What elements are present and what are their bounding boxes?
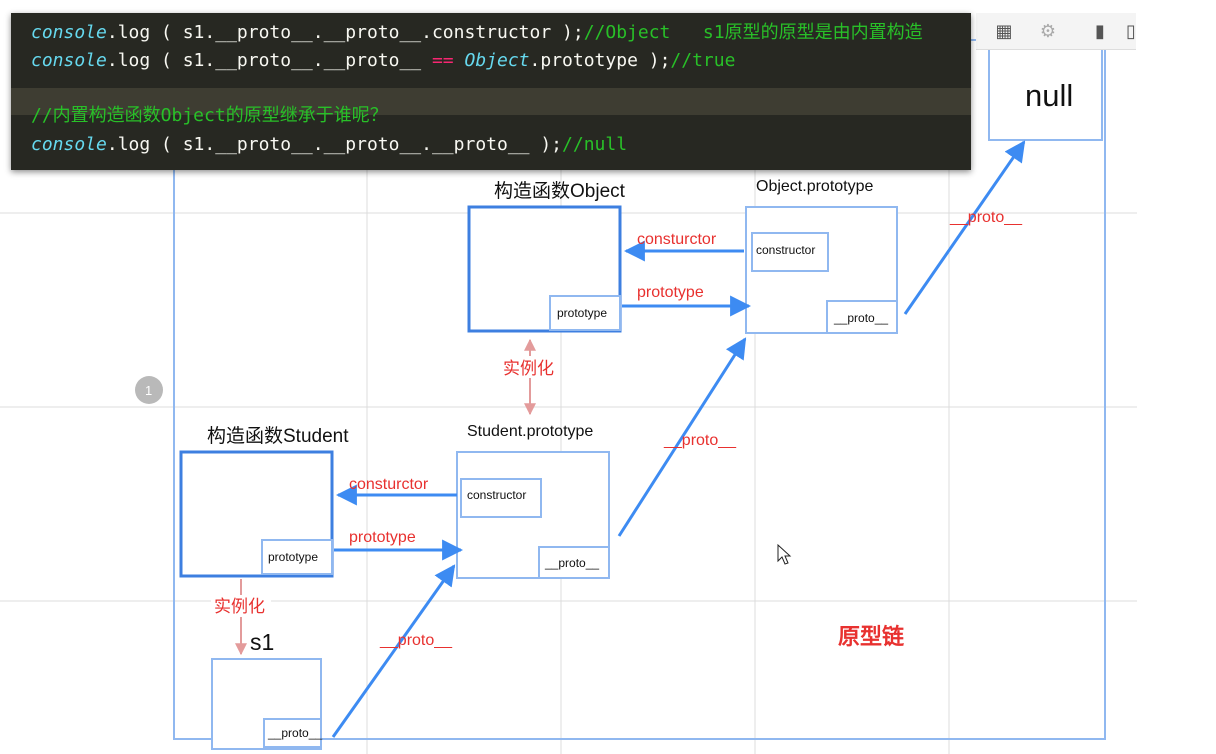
- code-keyword: console: [31, 22, 107, 43]
- instantiate-object-label-bg: [500, 356, 560, 378]
- code-text: .log ( s1.__proto__.__proto__.constructo…: [106, 22, 584, 43]
- object-consturctor-label: consturctor: [637, 231, 717, 248]
- object-prototype-label: prototype: [637, 284, 704, 301]
- object-ctor-prototype-label: prototype: [557, 306, 607, 320]
- student-prototype-label: prototype: [349, 529, 416, 546]
- page-icon[interactable]: ▯: [1126, 21, 1136, 41]
- instantiate-student-label: 实例化: [214, 597, 265, 616]
- object-proto-constructor-box: [751, 232, 829, 272]
- code-keyword: console: [31, 134, 107, 155]
- code-comment: //内置构造函数Object的原型继承于谁呢？: [31, 105, 388, 126]
- student-proto-proto-box: [538, 546, 610, 579]
- student-proto-proto-label: __proto__: [544, 556, 599, 570]
- code-panel: console.log ( s1.__proto__.__proto__.con…: [11, 13, 971, 170]
- s1-proto-arrow-label: __proto__: [379, 632, 453, 649]
- copy-icon[interactable]: ▮: [1095, 21, 1105, 41]
- object-proto-title: Object.prototype: [756, 178, 874, 195]
- instantiate-student-label-bg: [211, 595, 271, 617]
- s1-proto-label: __proto__: [267, 726, 322, 740]
- code-keyword: console: [31, 50, 107, 71]
- object-proto-proto-label: __proto__: [833, 311, 888, 325]
- student-proto-title: Student.prototype: [467, 423, 593, 440]
- cut-off-menu-strip: [160, 0, 1020, 4]
- s1-title: s1: [250, 629, 274, 655]
- s1-proto-arrow: [331, 564, 456, 738]
- code-operator: ==: [431, 50, 454, 71]
- code-line-1: console.log ( s1.__proto__.__proto__.con…: [31, 20, 923, 46]
- student-ctor-prototype-box: [261, 539, 333, 575]
- code-line-4: //内置构造函数Object的原型继承于谁呢？: [31, 103, 388, 129]
- instantiate-object-label: 实例化: [503, 359, 554, 378]
- object-ctor-prototype-box: [549, 295, 621, 331]
- s1-proto-box: [263, 718, 322, 748]
- student-ctor-prototype-label: prototype: [268, 550, 318, 564]
- code-comment: //null: [562, 134, 628, 155]
- student-proto-constructor-label: constructor: [467, 488, 526, 502]
- code-text: .log ( s1.__proto__.__proto__: [106, 50, 432, 71]
- student-proto-arrow: [617, 337, 747, 537]
- code-current-line-highlight: [11, 88, 971, 115]
- null-box: [988, 39, 1103, 141]
- code-object: Object: [464, 50, 530, 71]
- mouse-cursor-icon: [777, 543, 792, 565]
- code-text: .log ( s1.__proto__.__proto__.__proto__ …: [106, 134, 563, 155]
- object-proto-proto-box: [826, 300, 898, 334]
- table-grid-icon[interactable]: ▦: [995, 21, 1013, 41]
- student-ctor-title: 构造函数Student: [207, 425, 349, 447]
- student-proto-constructor-box: [460, 478, 542, 518]
- code-comment: //true: [670, 50, 736, 71]
- code-comment: //Object s1原型的原型是由内置构造: [583, 22, 923, 43]
- code-line-2: console.log ( s1.__proto__.__proto__ == …: [31, 48, 735, 74]
- object-proto-constructor-label: constructor: [756, 243, 815, 257]
- student-consturctor-label: consturctor: [349, 476, 429, 493]
- prototype-chain-title: 原型链: [838, 624, 904, 649]
- student-proto-arrow-label: __proto__: [663, 432, 737, 449]
- object-proto-arrow-label: __proto__: [949, 209, 1023, 226]
- null-label: null: [1025, 78, 1073, 113]
- code-line-5: console.log ( s1.__proto__.__proto__.__p…: [31, 132, 627, 158]
- step-badge-label: 1: [145, 383, 152, 398]
- object-ctor-title: 构造函数Object: [494, 180, 626, 202]
- code-text: .prototype );: [529, 50, 671, 71]
- step-badge[interactable]: [135, 376, 163, 404]
- format-settings-icon[interactable]: ⚙: [1039, 21, 1057, 41]
- toolbar-fragment: ▦ ⚙ ▮ ▯: [976, 13, 1136, 50]
- object-proto-arrow: [903, 140, 1026, 315]
